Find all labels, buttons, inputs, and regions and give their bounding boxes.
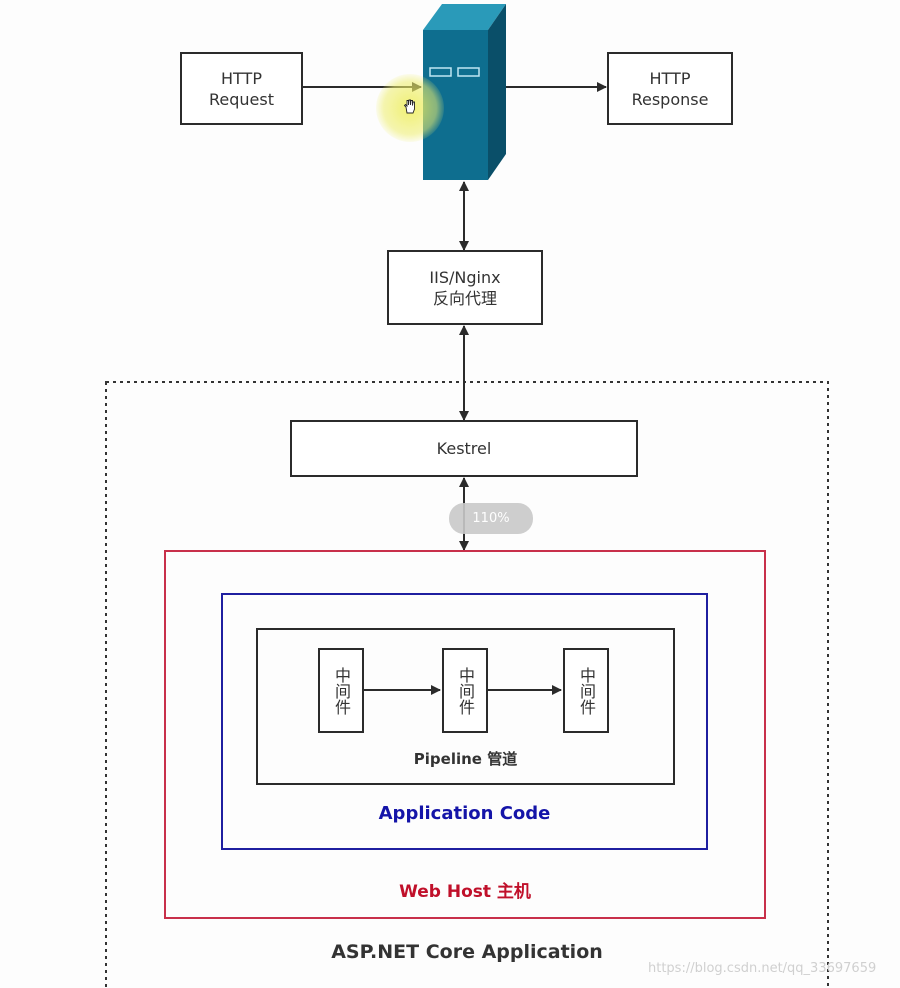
middleware-3: 中间件 — [563, 648, 609, 733]
watermark: https://blog.csdn.net/qq_33697659 — [648, 961, 877, 976]
server-icon — [423, 4, 506, 180]
web-host-container — [164, 550, 766, 919]
middleware-2: 中间件 — [442, 648, 488, 733]
reverse-proxy-node: IIS/Nginx 反向代理 — [387, 250, 543, 325]
reverse-proxy-line2: 反向代理 — [432, 288, 497, 308]
http-response-line2: Response — [631, 89, 709, 109]
hand-cursor-icon — [403, 99, 415, 114]
application-code-label: Application Code — [378, 803, 551, 824]
http-response-line1: HTTP — [649, 68, 691, 88]
zoom-indicator: 110% — [449, 503, 533, 534]
application-code-container — [221, 593, 708, 850]
middleware-3-label: 中间件 — [577, 666, 596, 715]
pipeline-label: Pipeline 管道 — [413, 750, 518, 768]
http-request-node: HTTP Request — [180, 52, 303, 125]
kestrel-label: Kestrel — [436, 439, 492, 458]
middleware-1: 中间件 — [318, 648, 364, 733]
middleware-1-label: 中间件 — [332, 666, 351, 715]
aspnet-core-label: ASP.NET Core Application — [331, 941, 603, 963]
pipeline-container — [256, 628, 675, 785]
reverse-proxy-line1: IIS/Nginx — [429, 267, 501, 287]
aspnet-core-frame — [105, 381, 829, 988]
web-host-label: Web Host 主机 — [399, 882, 531, 902]
http-request-line1: HTTP — [221, 68, 262, 88]
http-request-line2: Request — [209, 89, 274, 109]
kestrel-node: Kestrel — [290, 420, 638, 477]
http-response-node: HTTP Response — [607, 52, 733, 125]
middleware-2-label: 中间件 — [456, 666, 475, 715]
